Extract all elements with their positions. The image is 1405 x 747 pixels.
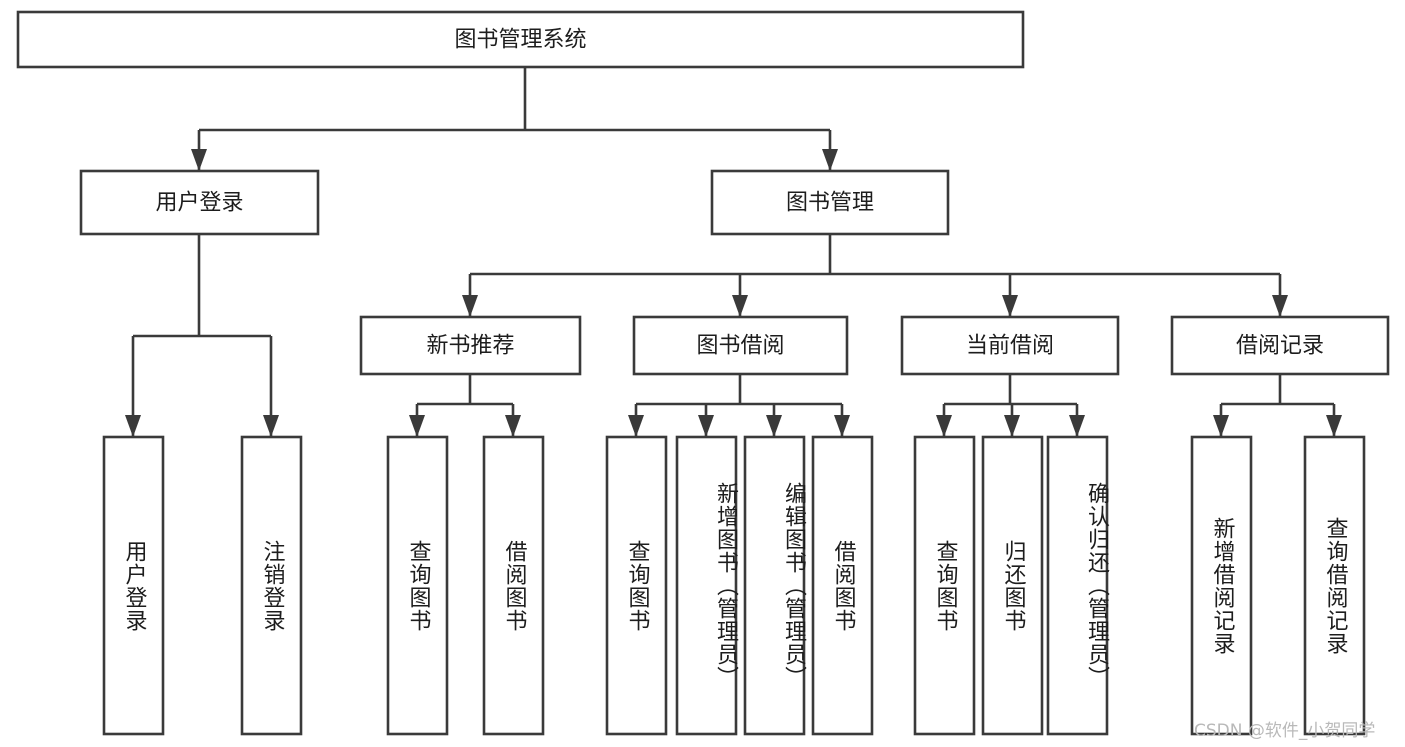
arrow-head-icon (191, 149, 207, 171)
csdn-watermark: CSDN @软件_小贺同学 (1194, 721, 1376, 741)
arrow-head-icon (732, 295, 748, 317)
arrow-head-icon (462, 295, 478, 317)
arrow-head-icon (1004, 415, 1020, 437)
node-box-leaf-edit-book[interactable] (743, 435, 806, 736)
node-box-leaf-user-login[interactable] (102, 435, 165, 736)
arrow-head-icon (125, 415, 141, 437)
node-box-leaf-confirm-return[interactable] (1046, 435, 1109, 736)
arrow-head-icon (766, 415, 782, 437)
arrow-head-icon (822, 149, 838, 171)
arrow-head-icon (834, 415, 850, 437)
node-label-current-borrow: 当前借阅 (966, 334, 1054, 359)
node-box-leaf-query-book-2[interactable] (605, 435, 668, 736)
node-boxes-layer (16, 10, 1390, 736)
node-box-leaf-logout[interactable] (240, 435, 303, 736)
node-box-leaf-add-record[interactable] (1190, 435, 1253, 736)
node-box-leaf-query-book-1[interactable] (386, 435, 449, 736)
arrow-head-icon (1326, 415, 1342, 437)
arrow-head-icon (409, 415, 425, 437)
node-label-book-manage: 图书管理 (786, 191, 874, 216)
node-box-user-login[interactable] (79, 169, 320, 236)
arrow-head-icon (1069, 415, 1085, 437)
arrow-head-icon (1213, 415, 1229, 437)
node-box-current-borrow[interactable] (900, 315, 1120, 376)
node-box-book-borrow[interactable] (632, 315, 849, 376)
connectors-layer (125, 67, 1342, 437)
arrow-head-icon (1002, 295, 1018, 317)
node-label-borrow-record: 借阅记录 (1236, 334, 1324, 359)
node-box-borrow-record[interactable] (1170, 315, 1390, 376)
node-label-root: 图书管理系统 (454, 28, 586, 53)
arrow-head-icon (1272, 295, 1288, 317)
node-box-leaf-query-book-3[interactable] (913, 435, 976, 736)
arrow-head-icon (628, 415, 644, 437)
node-box-leaf-query-record[interactable] (1303, 435, 1366, 736)
node-label-book-borrow: 图书借阅 (696, 334, 784, 359)
node-box-leaf-add-book[interactable] (675, 435, 738, 736)
node-box-leaf-borrow-book-2[interactable] (811, 435, 874, 736)
node-label-new-book-rec: 新书推荐 (426, 334, 514, 359)
arrow-head-icon (698, 415, 714, 437)
node-box-leaf-borrow-book-1[interactable] (482, 435, 545, 736)
node-box-book-manage[interactable] (710, 169, 950, 236)
arrow-head-icon (936, 415, 952, 437)
arrow-head-icon (263, 415, 279, 437)
node-box-leaf-return-book[interactable] (981, 435, 1044, 736)
node-box-root[interactable] (16, 10, 1025, 69)
node-box-new-book-rec[interactable] (359, 315, 582, 376)
arrow-head-icon (505, 415, 521, 437)
node-label-user-login: 用户登录 (155, 191, 243, 216)
